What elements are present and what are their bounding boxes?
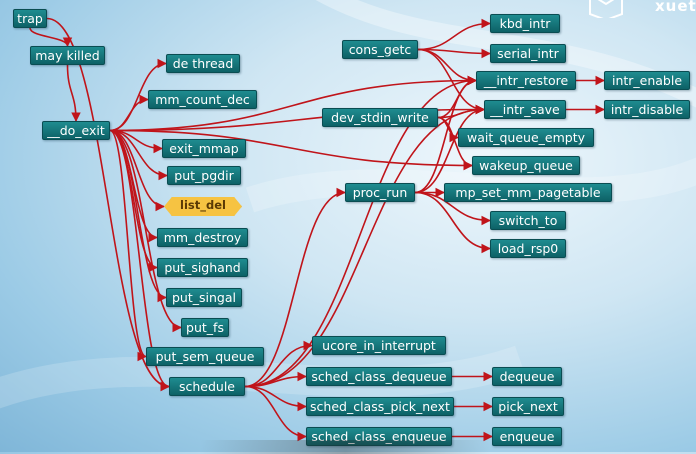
node-switch-to[interactable]: switch_to — [490, 211, 566, 230]
node-wait-queue-empty[interactable]: wait_queue_empty — [458, 128, 594, 147]
edge-proc-run-to-intr-restore — [414, 75, 477, 194]
node-put-sem-queue[interactable]: put_sem_queue — [146, 347, 264, 366]
edge-schedule-to-sched-class-pick-next — [244, 385, 307, 412]
edge-schedule-to-sched-class-enqueue — [244, 385, 307, 442]
node-dequeue[interactable]: dequeue — [492, 367, 562, 386]
node-may-killed[interactable]: may killed — [30, 46, 105, 65]
node-sched-class-dequeue[interactable]: sched_class_dequeue — [306, 367, 452, 386]
node-sched-class-enqueue[interactable]: sched_class_enqueue — [306, 427, 452, 446]
node-list-del[interactable]: list_del — [164, 197, 242, 216]
node-mm-destroy[interactable]: mm_destroy — [157, 228, 248, 247]
node-load-rsp0[interactable]: load_rsp0 — [490, 239, 566, 258]
node-cons-getc[interactable]: cons_getc — [342, 40, 418, 59]
node-put-pgdir[interactable]: put_pgdir — [167, 166, 241, 185]
edge-trap-to-schedule — [46, 17, 170, 392]
edge-cons-getc-to-intr-save — [417, 48, 485, 115]
node-intr-enable[interactable]: intr_enable — [604, 71, 690, 90]
edge-schedule-to-intr-save — [244, 104, 485, 388]
edge-cons-getc-to-intr-restore — [417, 48, 477, 86]
edge-do-exit-to-schedule — [109, 129, 170, 392]
node-wakeup-queue[interactable]: wakeup_queue — [472, 156, 580, 175]
node-pick-next[interactable]: pick_next — [492, 397, 564, 416]
node-enqueue[interactable]: enqueue — [492, 427, 562, 446]
edge-do-exit-to-put-fs — [109, 129, 182, 333]
node-dev-stdin-write[interactable]: dev_stdin_write — [322, 108, 438, 127]
edge-cons-getc-to-serial-intr — [417, 48, 491, 59]
node-de-thread[interactable]: de thread — [166, 54, 240, 73]
edge-do-exit-to-wakeup-queue — [109, 129, 473, 171]
node-intr-save[interactable]: __intr_save — [484, 100, 566, 119]
node-intr-disable[interactable]: intr_disable — [604, 100, 690, 119]
edge-do-exit-to-put-sem-queue — [109, 129, 147, 362]
edge-do-exit-to-put-singal — [109, 129, 167, 303]
node-proc-run[interactable]: proc_run — [345, 183, 415, 202]
edge-do-exit-to-intr-restore — [109, 75, 477, 132]
logo-icon — [589, 0, 623, 18]
caption-strip — [200, 440, 490, 454]
node-trap[interactable]: trap — [13, 9, 47, 28]
node-do-exit[interactable]: __do_exit — [42, 121, 110, 140]
node-sched-class-pick-next[interactable]: sched_class_pick_next — [306, 397, 454, 416]
edge-schedule-to-proc-run — [244, 187, 346, 388]
node-mp-set-mm-pagetable[interactable]: mp_set_mm_pagetable — [444, 183, 612, 202]
edge-proc-run-to-intr-save — [414, 104, 485, 194]
edge-proc-run-to-load-rsp0 — [414, 191, 491, 254]
edge-may-killed-to-do-exit — [66, 64, 81, 122]
node-kbd-intr[interactable]: kbd_intr — [490, 14, 560, 33]
node-mm-count-dec[interactable]: mm_count_dec — [148, 90, 257, 109]
edge-cons-getc-to-kbd-intr — [417, 18, 491, 51]
edge-trap-to-may-killed — [29, 27, 73, 47]
edge-dev-stdin-write-to-wakeup-queue — [437, 116, 473, 171]
node-intr-restore[interactable]: __intr_restore — [476, 71, 576, 90]
logo-text: xuet — [655, 0, 696, 15]
edge-do-exit-to-put-pgdir — [109, 129, 168, 181]
edge-do-exit-to-list-del — [109, 129, 165, 212]
node-serial-intr[interactable]: serial_intr — [490, 44, 566, 63]
edge-do-exit-to-mm-count-dec — [109, 94, 149, 132]
edge-schedule-to-ucore-in-interrupt — [244, 340, 313, 388]
node-ucore-in-interrupt[interactable]: ucore_in_interrupt — [312, 336, 446, 355]
node-put-sighand[interactable]: put_sighand — [157, 258, 248, 277]
edge-schedule-to-intr-restore — [244, 75, 477, 388]
node-put-singal[interactable]: put_singal — [166, 288, 242, 307]
node-schedule[interactable]: schedule — [169, 377, 245, 396]
node-exit-mmap[interactable]: exit_mmap — [162, 139, 246, 158]
node-put-fs[interactable]: put_fs — [181, 318, 229, 337]
